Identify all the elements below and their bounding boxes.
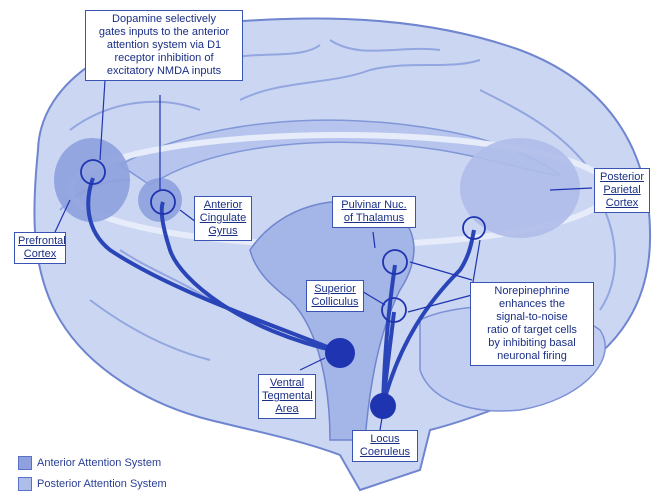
norepinephrine-note-line: neuronal firing [474, 350, 590, 363]
label-anterior-cingulate-gyrus: Anterior Cingulate Gyrus [194, 196, 252, 241]
label-ventral-tegmental-area: Ventral Tegmental Area [258, 374, 316, 419]
label-line: Pulvinar Nuc. [336, 199, 412, 212]
label-line: Posterior [598, 171, 646, 184]
label-line: Anterior [198, 199, 248, 212]
label-line: Prefrontal [18, 235, 62, 248]
label-line: Cortex [598, 197, 646, 210]
norepinephrine-note: Norepinephrine enhances the signal-to-no… [470, 282, 594, 366]
norepinephrine-note-line: by inhibiting basal [474, 337, 590, 350]
norepinephrine-note-line: Norepinephrine [474, 285, 590, 298]
label-line: Cortex [18, 248, 62, 261]
label-prefrontal-cortex: Prefrontal Cortex [14, 232, 66, 264]
locus-coeruleus-nucleus [370, 393, 396, 419]
label-line: Colliculus [310, 296, 360, 309]
label-line: Tegmental [262, 390, 312, 403]
norepinephrine-note-line: signal-to-noise [474, 311, 590, 324]
norepinephrine-note-line: ratio of target cells [474, 324, 590, 337]
legend-label-anterior: Anterior Attention System [37, 457, 161, 469]
parietal-region [460, 138, 580, 238]
label-line: Superior [310, 283, 360, 296]
vta-nucleus [325, 338, 355, 368]
norepinephrine-note-line: enhances the [474, 298, 590, 311]
label-line: Area [262, 403, 312, 416]
label-line: Cingulate [198, 212, 248, 225]
dopamine-note-line: receptor inhibition of [89, 52, 239, 65]
label-locus-coeruleus: Locus Coeruleus [352, 430, 418, 462]
label-superior-colliculus: Superior Colliculus [306, 280, 364, 312]
dopamine-note-line: Dopamine selectively [89, 13, 239, 26]
label-pulvinar-nucleus: Pulvinar Nuc. of Thalamus [332, 196, 416, 228]
legend-label-posterior: Posterior Attention System [37, 478, 167, 490]
label-line: Gyrus [198, 225, 248, 238]
label-line: Ventral [262, 377, 312, 390]
legend-swatch-posterior [18, 477, 32, 491]
label-line: Coeruleus [356, 446, 414, 459]
label-line: Locus [356, 433, 414, 446]
label-line: Parietal [598, 184, 646, 197]
legend-swatch-anterior [18, 456, 32, 470]
dopamine-note-line: attention system via D1 [89, 39, 239, 52]
dopamine-note-line: gates inputs to the anterior [89, 26, 239, 39]
legend-posterior: Posterior Attention System [18, 477, 167, 491]
dopamine-note: Dopamine selectively gates inputs to the… [85, 10, 243, 81]
dopamine-note-line: excitatory NMDA inputs [89, 65, 239, 78]
label-line: of Thalamus [336, 212, 412, 225]
legend-anterior: Anterior Attention System [18, 456, 161, 470]
label-posterior-parietal-cortex: Posterior Parietal Cortex [594, 168, 650, 213]
